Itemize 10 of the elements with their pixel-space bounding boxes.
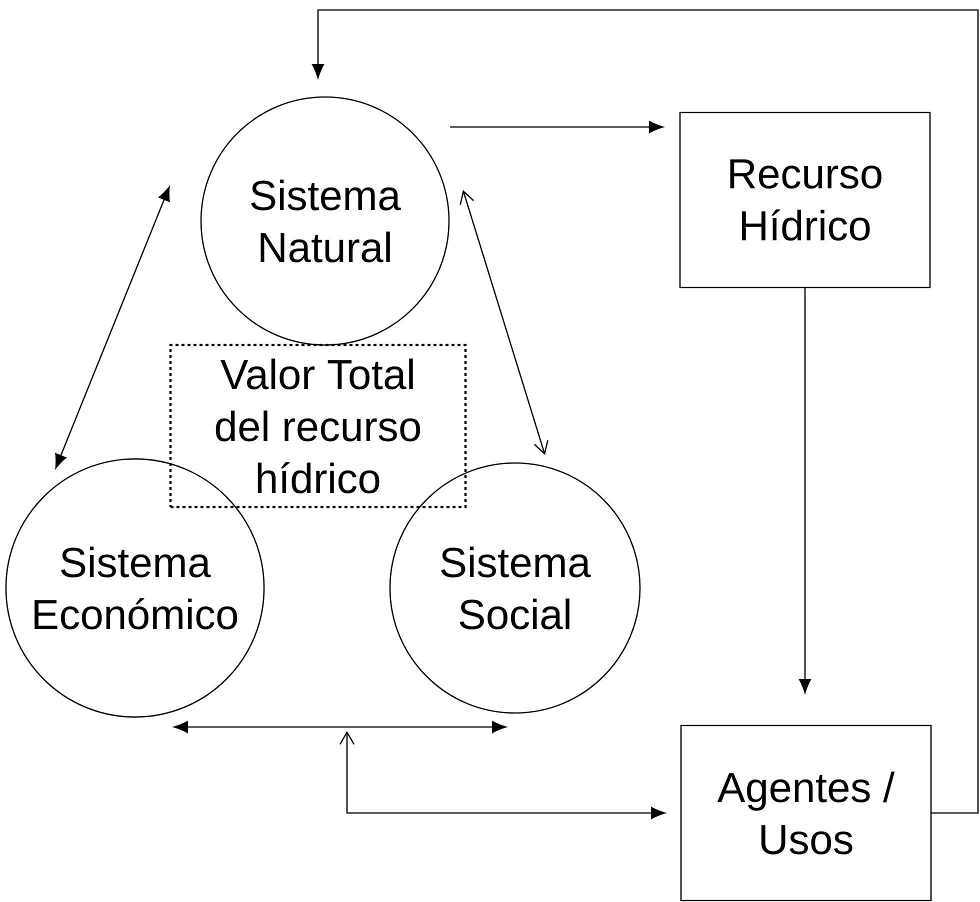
- arrow: [174, 721, 506, 733]
- process-box: Recurso Hídrico: [679, 112, 931, 288]
- arrow: [312, 9, 979, 814]
- arrow: [55, 186, 170, 468]
- dotted-box: Valor Total del recurso hídrico: [169, 344, 467, 508]
- arrow: [799, 287, 811, 694]
- process-box: Agentes / Usos: [680, 724, 932, 902]
- arrow: [339, 731, 666, 819]
- arrow: [450, 121, 664, 133]
- arrow: [460, 190, 548, 455]
